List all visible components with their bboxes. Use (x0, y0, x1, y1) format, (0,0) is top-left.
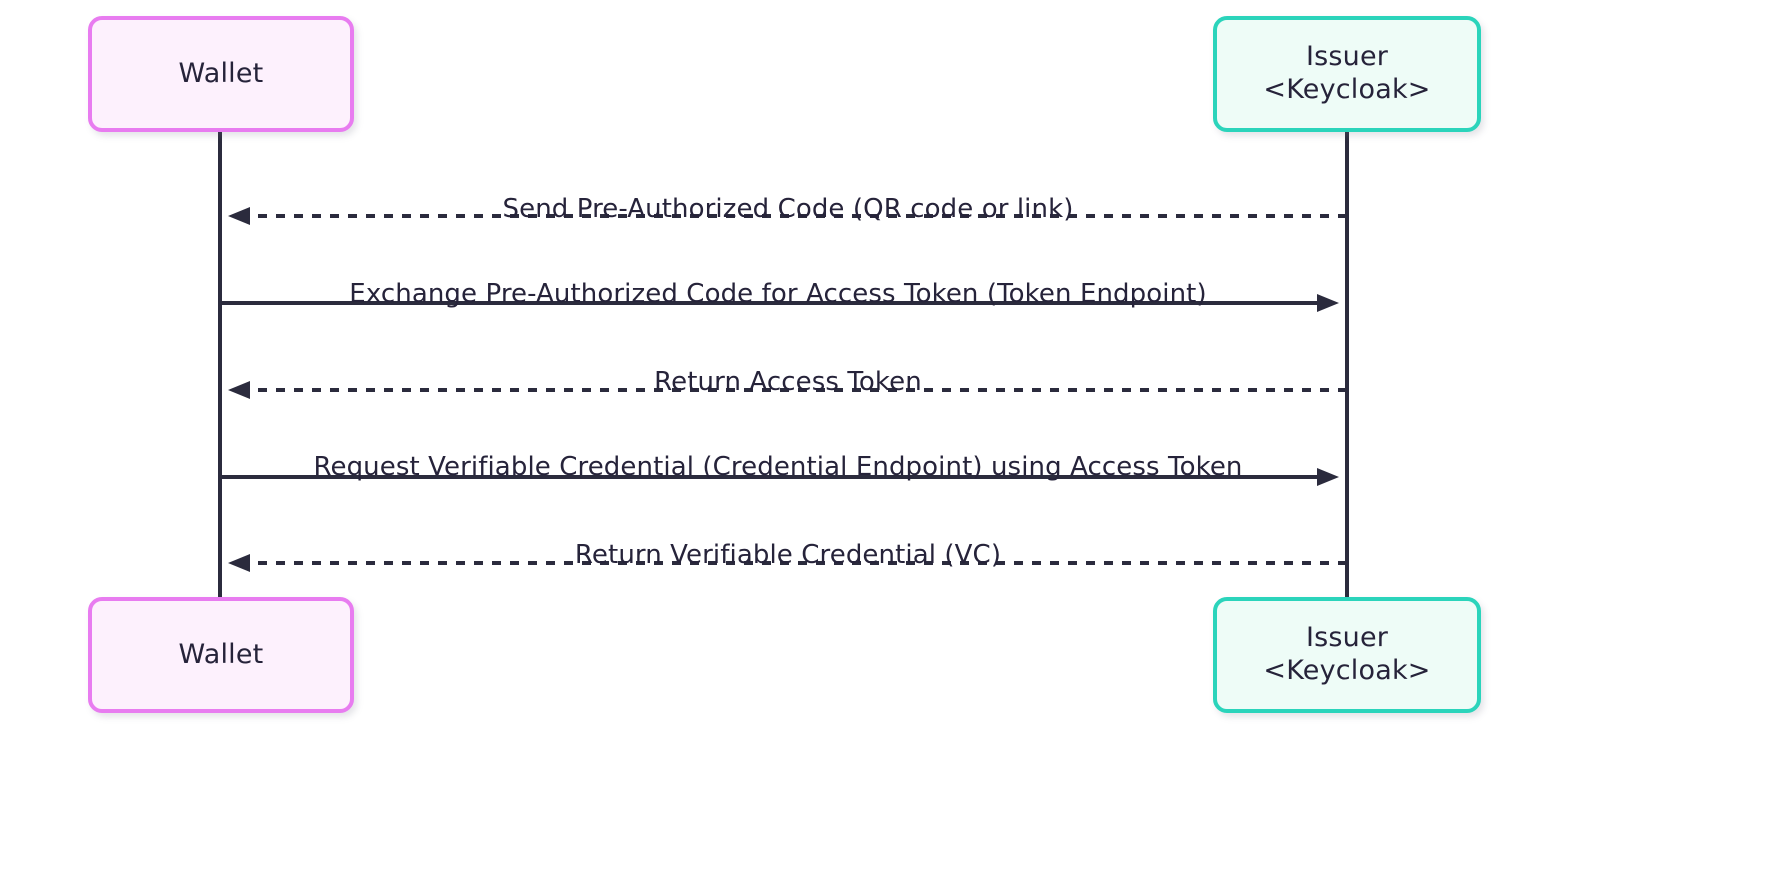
message-arrow-1 (228, 207, 1347, 225)
participant-box-issuer-bottom[interactable]: Issuer <Keycloak> (1213, 597, 1481, 713)
message-label-1: Send Pre-Authorized Code (QR code or lin… (502, 194, 1074, 224)
lifelines-layer (218, 132, 1349, 597)
participant-label-issuer-bottom: Issuer <Keycloak> (1263, 622, 1431, 686)
arrowhead-5 (228, 554, 250, 572)
participant-label-issuer-top: Issuer <Keycloak> (1263, 41, 1431, 105)
message-arrow-3 (228, 381, 1347, 399)
message-label-2: Exchange Pre-Authorized Code for Access … (349, 279, 1207, 309)
participant-label-wallet-top: Wallet (178, 57, 264, 89)
participant-box-wallet-top[interactable]: Wallet (88, 16, 354, 132)
arrowhead-4 (1317, 468, 1339, 486)
arrowhead-1 (228, 207, 250, 225)
arrowhead-3 (228, 381, 250, 399)
message-label-4: Request Verifiable Credential (Credentia… (313, 452, 1243, 482)
messages-layer (220, 207, 1347, 572)
message-label-3: Return Access Token (654, 367, 922, 397)
participant-box-wallet-bottom[interactable]: Wallet (88, 597, 354, 713)
message-arrow-5 (228, 554, 1347, 572)
message-label-5: Return Verifiable Credential (VC) (574, 540, 1002, 570)
participant-box-issuer-top[interactable]: Issuer <Keycloak> (1213, 16, 1481, 132)
message-arrow-2 (220, 294, 1339, 312)
arrowhead-2 (1317, 294, 1339, 312)
participant-label-wallet-bottom: Wallet (178, 638, 264, 670)
message-arrow-4 (220, 468, 1339, 486)
